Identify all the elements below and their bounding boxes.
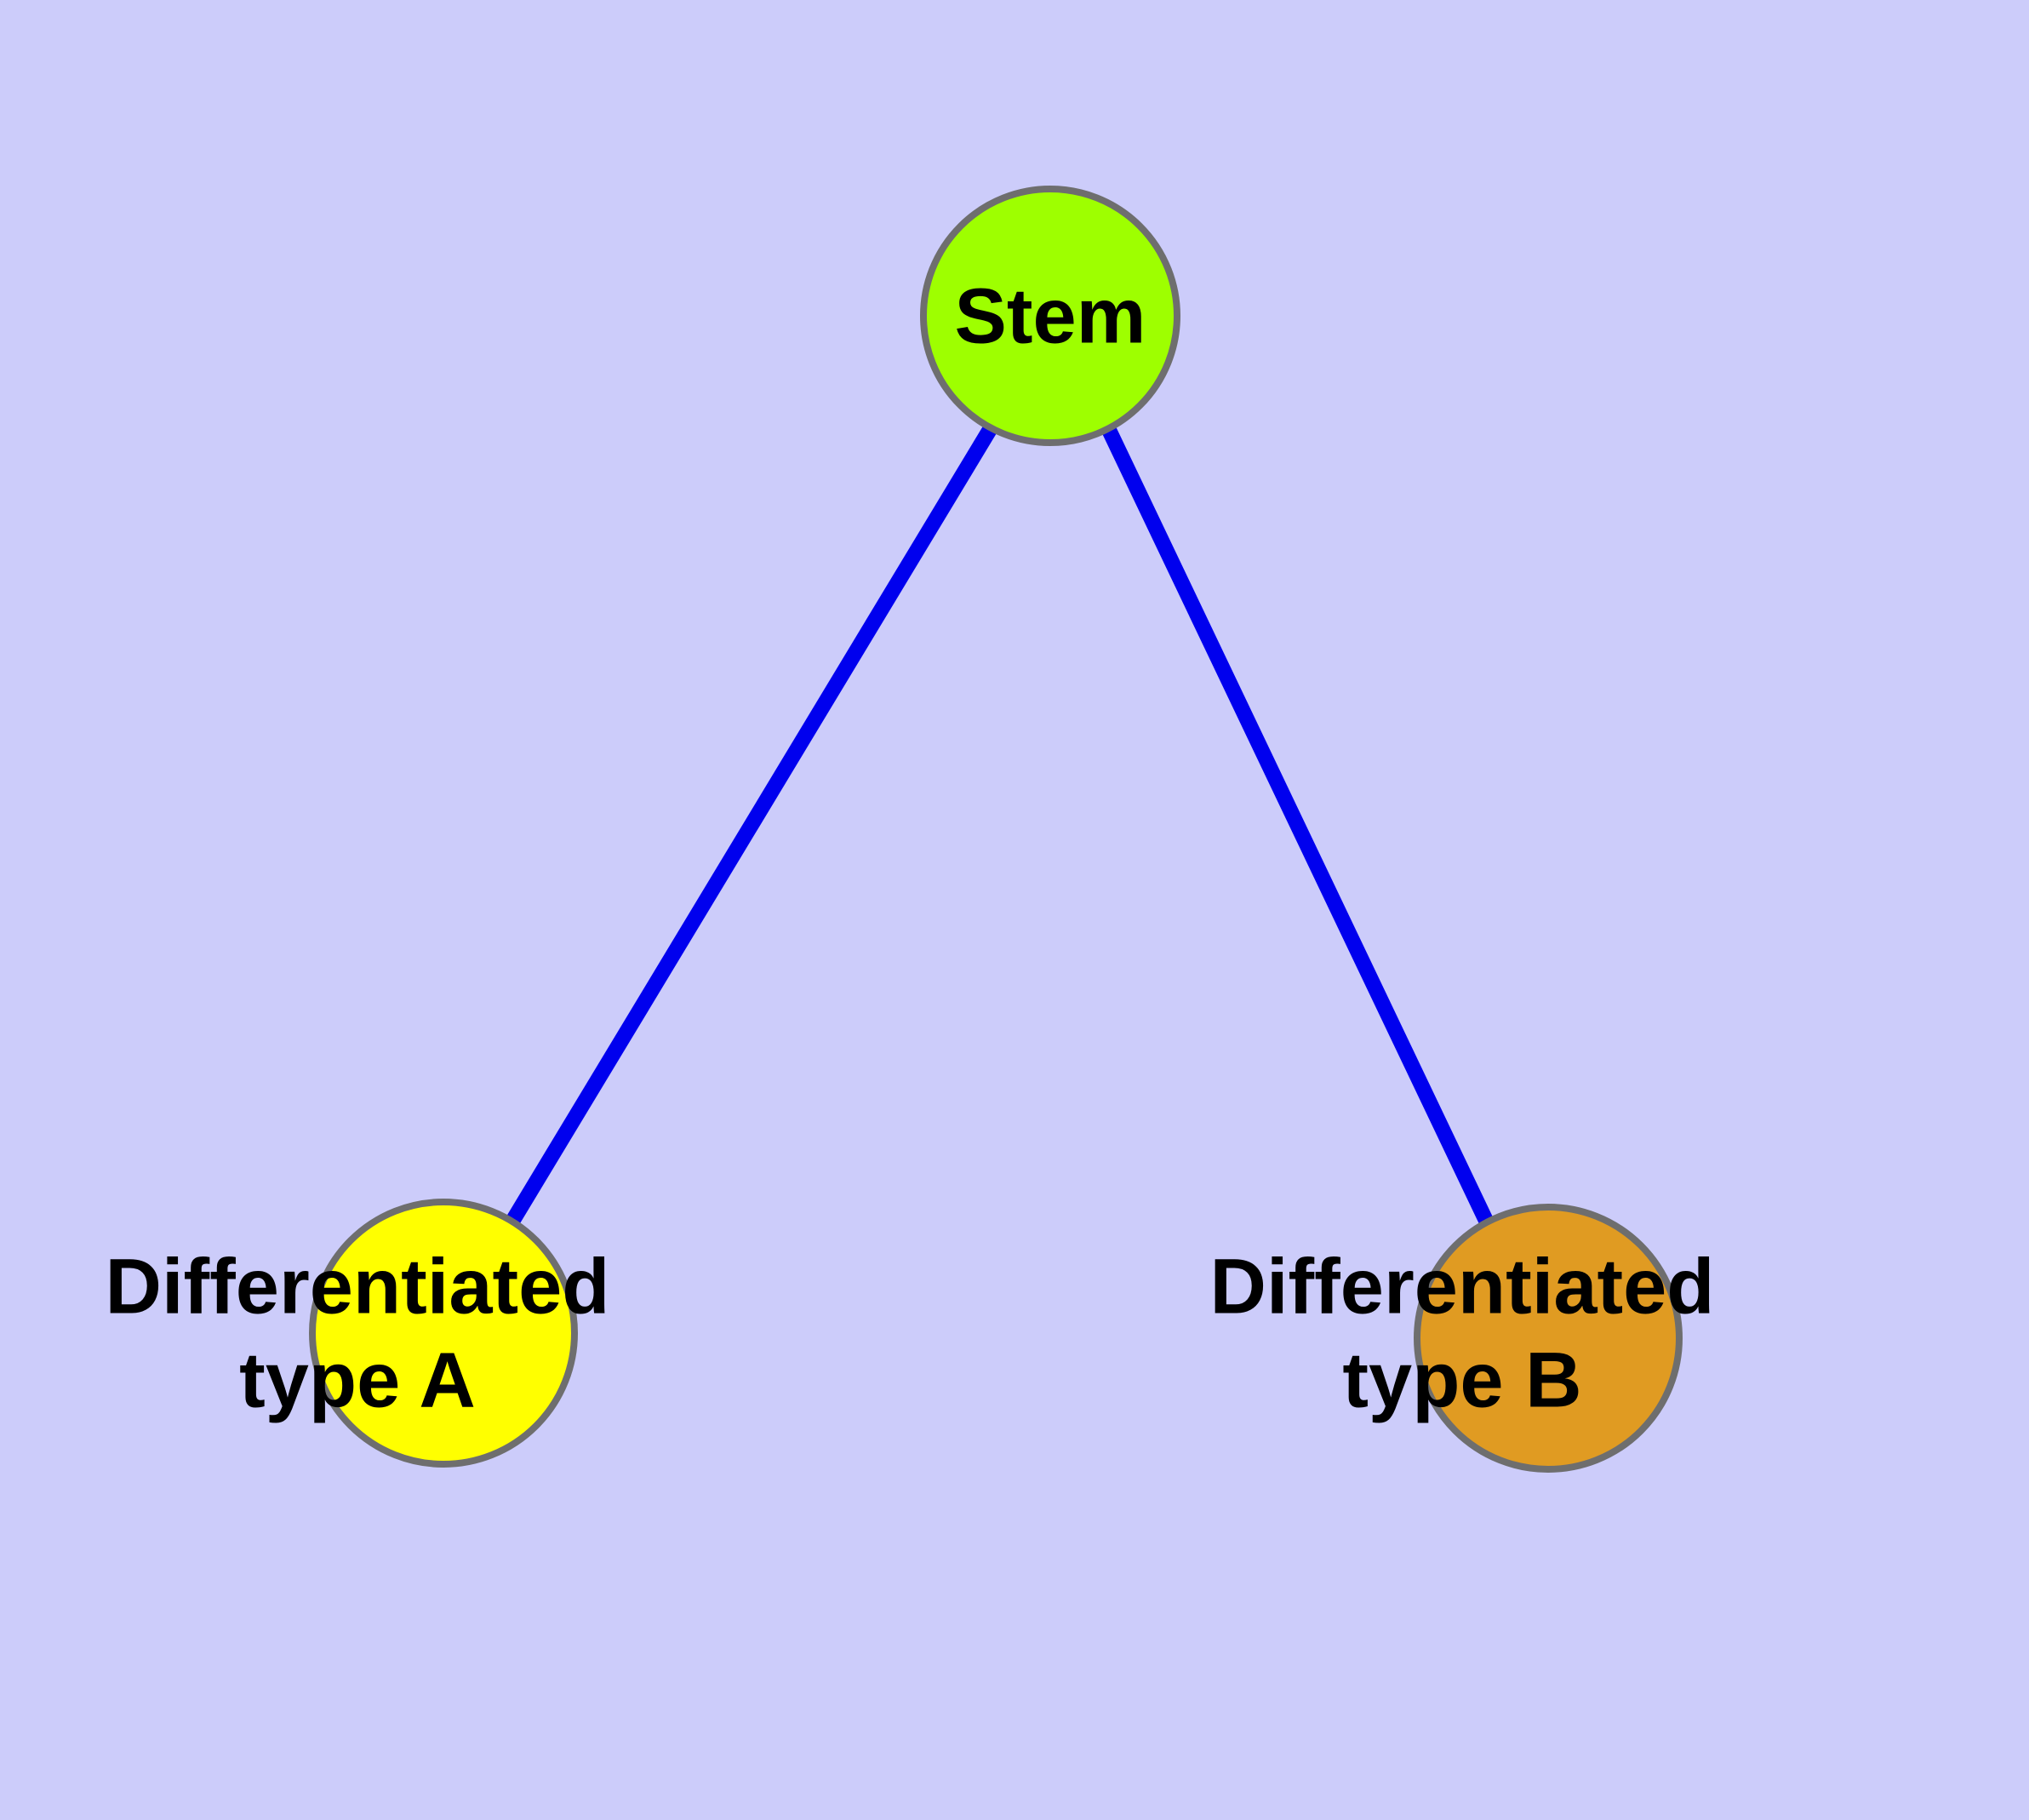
edge-stem-to-diff-b[interactable]	[1100, 425, 1495, 1228]
label-layer: Stem Differentiated type A Differentiate…	[106, 272, 1715, 1423]
node-stem[interactable]	[920, 186, 1180, 446]
node-label-stem: Stem	[955, 272, 1146, 359]
node-label-diff-a-line1: Differentiated	[106, 1243, 610, 1330]
edge-stem-to-diff-a[interactable]	[504, 424, 997, 1228]
edge-layer	[504, 424, 1495, 1228]
node-label-diff-a-line2: type A	[239, 1336, 476, 1423]
node-diff-b[interactable]	[1414, 1204, 1683, 1473]
node-label-diff-b-line1: Differentiated	[1210, 1243, 1715, 1330]
node-label-diff-b-line2: type B	[1342, 1336, 1581, 1423]
node-diff-a[interactable]	[309, 1199, 578, 1468]
node-layer	[309, 186, 1683, 1473]
